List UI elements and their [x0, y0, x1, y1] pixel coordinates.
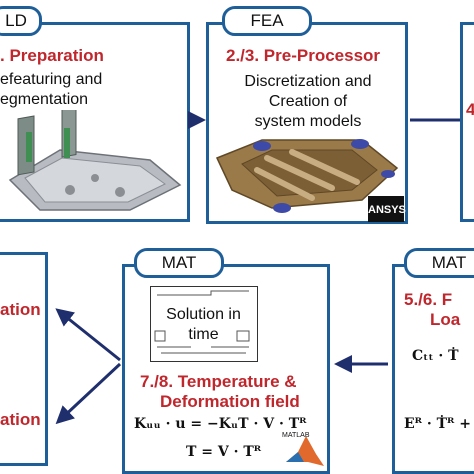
right-top-box	[460, 22, 474, 222]
pre-processor-title: 2./3. Pre-Processor	[226, 46, 381, 65]
matlab-logo	[286, 436, 324, 466]
pre-processor-desc-line1: Discretization and	[244, 73, 372, 90]
temperature-equation: T = V · Tᴿ	[186, 444, 262, 460]
solution-in-time-panel: Solution in time	[150, 286, 258, 362]
ansys-logo: ANSYS	[368, 196, 406, 222]
left-bottom-title-2: ation	[0, 410, 41, 429]
mat-tab-right: MAT	[404, 248, 474, 278]
fea-tab: FEA	[222, 6, 312, 36]
arrow-temperature-to-upper-left	[55, 308, 121, 362]
left-bottom-title-1: ation	[0, 300, 41, 319]
fea-mesh-image	[215, 139, 399, 213]
cad-tab: LD	[0, 6, 42, 36]
right-bottom-equation-2: Eᴿ · Ṫᴿ +	[404, 416, 471, 432]
right-bottom-title-line1: 5./6. F	[404, 290, 453, 309]
temperature-deformation-title-line1: 7./8. Temperature &	[140, 372, 297, 391]
matlab-logo-text: MATLAB	[282, 432, 310, 439]
temperature-deformation-title-line2: Deformation field	[160, 392, 300, 411]
cad-preparation-title: . Preparation	[0, 46, 104, 65]
right-bottom-title-line2: Loa	[430, 310, 461, 329]
cad-model-image	[8, 110, 182, 211]
left-bottom-box	[0, 252, 48, 466]
solution-in-time-line2: time	[188, 326, 219, 343]
mat-tab-middle: MAT	[134, 248, 224, 278]
right-bottom-equation-1: Cₜₜ · Ṫ	[412, 348, 459, 364]
deformation-equation: Kᵤᵤ · u = −KᵤT · V · Tᴿ	[134, 416, 307, 432]
arrow-temperature-to-lower-left	[55, 362, 122, 425]
pre-processor-desc-line2: Creation of	[268, 93, 348, 110]
pre-processor-desc-line3: system models	[254, 113, 362, 130]
solution-in-time-line1: Solution in	[151, 305, 256, 325]
right-bottom-box	[392, 264, 474, 474]
right-top-title: 4	[466, 100, 474, 119]
cad-preparation-desc-line2: egmentation	[0, 91, 89, 108]
cad-preparation-desc-line1: efeaturing and	[0, 71, 103, 88]
